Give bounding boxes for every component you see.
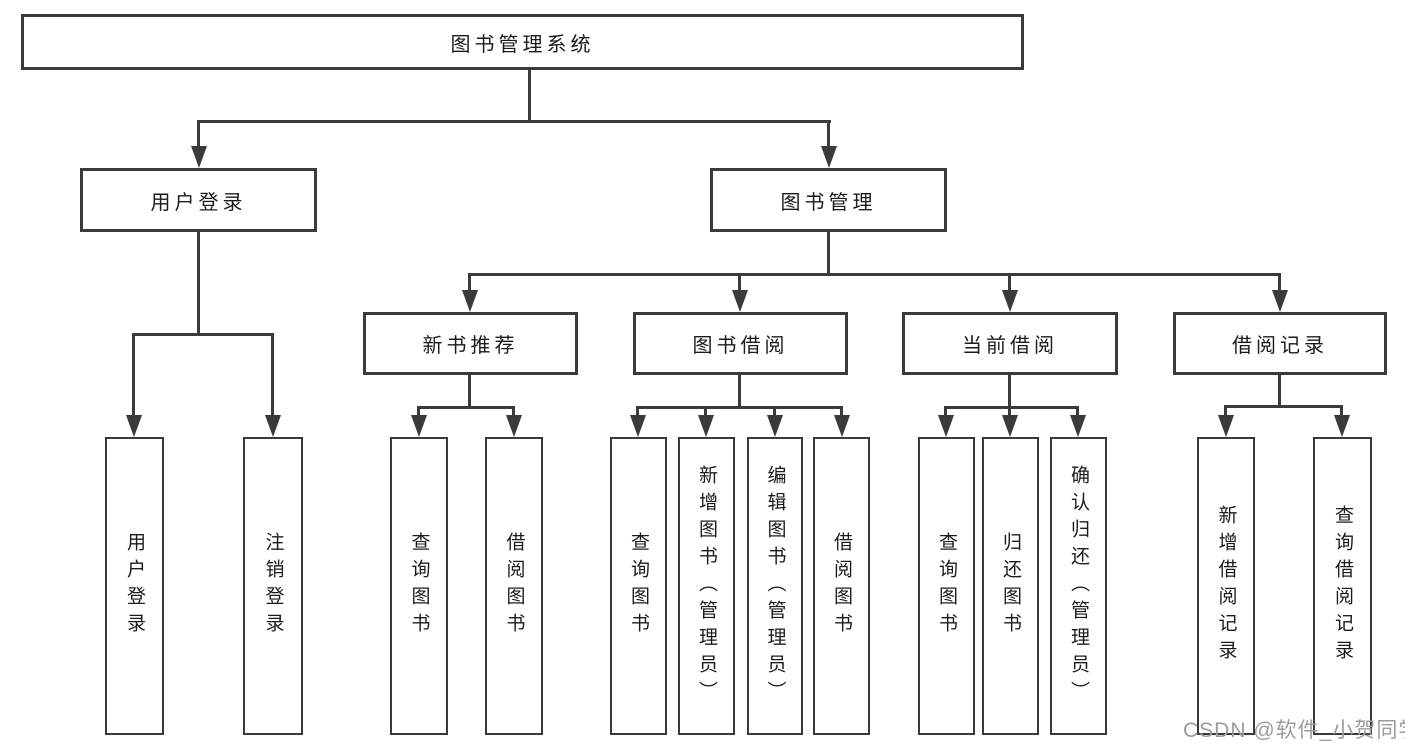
node-leaf-records-add: 新增借阅记录 xyxy=(1197,437,1255,735)
node-leaf-borrow-borrow: 借阅图书 xyxy=(813,437,870,735)
leaf-label: 新增借阅记录 xyxy=(1215,505,1237,667)
leaf-label: 借阅图书 xyxy=(831,532,852,640)
connector-root-bus xyxy=(198,120,831,123)
connector-leaf-stem xyxy=(1076,406,1079,418)
arrow-down-icon xyxy=(506,415,522,437)
node-leaf-user-login: 用户登录 xyxy=(105,437,164,735)
connector-borrow-records-bus xyxy=(1224,405,1343,408)
leaf-label: 借阅图书 xyxy=(503,532,525,640)
node-borrow-records-label: 借阅记录 xyxy=(1232,335,1328,357)
connector-book-borrow-bus xyxy=(636,406,843,409)
arrow-down-icon xyxy=(732,290,748,312)
node-book-borrow-label: 图书借阅 xyxy=(692,335,789,357)
node-leaf-borrow-edit: 编辑图书（管理员） xyxy=(747,437,803,735)
node-current-borrow: 当前借阅 xyxy=(902,312,1118,375)
connector-current-borrow-down xyxy=(1008,375,1011,409)
node-user-login: 用户登录 xyxy=(80,168,317,232)
node-book-mgmt: 图书管理 xyxy=(710,168,947,232)
node-leaf-newbooks-borrow: 借阅图书 xyxy=(485,437,543,735)
connector-level3-stem xyxy=(1278,273,1281,293)
arrow-down-icon xyxy=(1070,415,1086,437)
arrow-down-icon xyxy=(630,415,646,437)
connector-book-mgmt-bus xyxy=(468,273,1281,276)
leaf-label: 归还图书 xyxy=(1000,532,1021,640)
connector-user-login-stem xyxy=(197,120,200,150)
arrow-down-icon xyxy=(1334,415,1350,437)
connector-new-books-down xyxy=(468,375,471,409)
connector-book-mgmt-down xyxy=(827,232,830,276)
arrow-down-icon xyxy=(821,146,837,168)
connector-leaf-stem xyxy=(417,406,420,418)
leaf-label: 注销登录 xyxy=(262,532,284,640)
node-book-borrow: 图书借阅 xyxy=(633,312,848,375)
connector-borrow-records-down xyxy=(1278,375,1281,408)
node-root: 图书管理系统 xyxy=(21,14,1024,70)
arrow-down-icon xyxy=(1002,415,1018,437)
arrow-down-icon xyxy=(1218,415,1234,437)
connector-root-stem xyxy=(528,70,531,122)
node-leaf-current-confirm: 确认归还（管理员） xyxy=(1050,437,1107,735)
node-current-borrow-label: 当前借阅 xyxy=(962,335,1058,357)
connector-leaf-stem xyxy=(944,406,947,418)
csdn-watermark: CSDN @软件_小贺同学 xyxy=(1183,719,1405,742)
leaf-label: 用户登录 xyxy=(124,532,145,640)
arrow-down-icon xyxy=(834,415,850,437)
connector-leaf-stem xyxy=(271,333,274,417)
node-leaf-borrow-add: 新增图书（管理员） xyxy=(678,437,735,735)
arrow-down-icon xyxy=(126,415,142,437)
arrow-down-icon xyxy=(265,415,281,437)
connector-leaf-stem xyxy=(132,333,135,417)
connector-level3-stem xyxy=(468,273,471,293)
leaf-label: 编辑图书（管理员） xyxy=(764,464,786,708)
connector-leaf-stem xyxy=(704,406,707,418)
connector-book-mgmt-stem xyxy=(827,120,830,150)
connector-user-login-bus xyxy=(132,333,274,336)
leaf-label: 查询借阅记录 xyxy=(1332,505,1353,667)
connector-leaf-stem xyxy=(1340,405,1343,418)
connector-book-borrow-down xyxy=(738,375,741,409)
connector-leaf-stem xyxy=(773,406,776,418)
connector-new-books-bus xyxy=(417,406,515,409)
leaf-label: 确认归还（管理员） xyxy=(1068,464,1089,708)
arrow-down-icon xyxy=(1272,290,1288,312)
connector-leaf-stem xyxy=(1224,405,1227,418)
node-new-books-label: 新书推荐 xyxy=(422,335,519,357)
connector-leaf-stem xyxy=(840,406,843,418)
node-leaf-records-query: 查询借阅记录 xyxy=(1313,437,1372,735)
arrow-down-icon xyxy=(191,146,207,168)
connector-current-borrow-bus xyxy=(944,406,1079,409)
connector-user-login-down xyxy=(197,232,200,336)
node-leaf-current-return: 归还图书 xyxy=(982,437,1039,735)
arrow-down-icon xyxy=(938,415,954,437)
connector-level3-stem xyxy=(738,273,741,293)
leaf-label: 新增图书（管理员） xyxy=(696,464,717,708)
connector-leaf-stem xyxy=(636,406,639,418)
connector-level3-stem xyxy=(1008,273,1011,293)
node-borrow-records: 借阅记录 xyxy=(1173,312,1387,375)
arrow-down-icon xyxy=(462,290,478,312)
node-leaf-newbooks-query: 查询图书 xyxy=(390,437,448,735)
node-leaf-current-query: 查询图书 xyxy=(918,437,975,735)
node-root-label: 图书管理系统 xyxy=(450,33,595,56)
connector-leaf-stem xyxy=(512,406,515,418)
arrow-down-icon xyxy=(1002,290,1018,312)
node-leaf-logout: 注销登录 xyxy=(243,437,303,735)
node-new-books: 新书推荐 xyxy=(363,312,578,375)
node-leaf-borrow-query: 查询图书 xyxy=(610,437,667,735)
connector-leaf-stem xyxy=(1008,406,1011,418)
leaf-label: 查询图书 xyxy=(936,532,957,640)
arrow-down-icon xyxy=(698,415,714,437)
leaf-label: 查询图书 xyxy=(408,532,430,640)
node-book-mgmt-label: 图书管理 xyxy=(780,191,877,214)
arrow-down-icon xyxy=(767,415,783,437)
arrow-down-icon xyxy=(411,415,427,437)
leaf-label: 查询图书 xyxy=(628,532,649,640)
node-user-login-label: 用户登录 xyxy=(150,191,247,214)
